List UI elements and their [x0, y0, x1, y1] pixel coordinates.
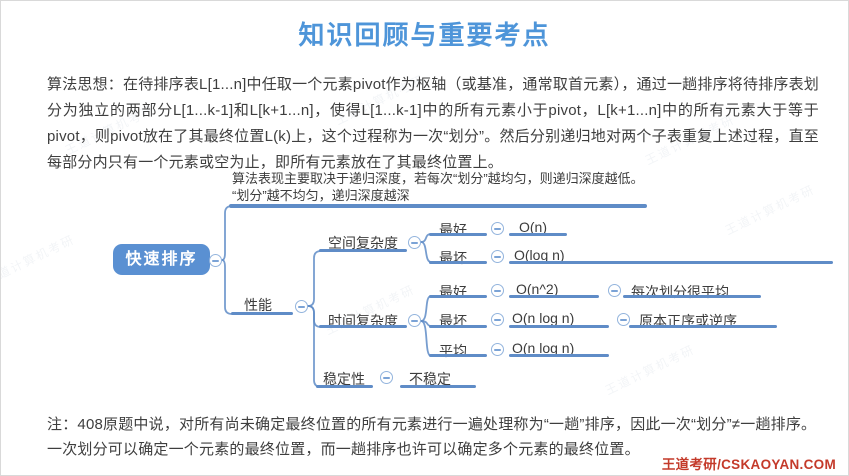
collapse-icon[interactable] — [617, 313, 630, 326]
time-best-value[interactable]: O(n^2) — [516, 281, 559, 297]
connector-path — [420, 241, 432, 263]
mindmap-annotation: 算法表现主要取决于递归深度，若每次“划分”越均匀，则递归深度越低。 “划分”越不… — [232, 171, 644, 203]
minus-glyph — [494, 255, 501, 258]
node-underline — [429, 354, 487, 357]
collapse-icon[interactable] — [491, 250, 504, 263]
annotation-underline — [229, 204, 647, 208]
space-complexity-node[interactable]: 空间复杂度 — [328, 235, 398, 251]
connector-path — [420, 295, 432, 322]
node-underline — [429, 325, 487, 328]
minus-glyph — [494, 227, 501, 230]
space-best-value[interactable]: O(n) — [519, 219, 547, 235]
node-underline — [509, 325, 609, 328]
connector-path — [307, 305, 322, 388]
exam-note: 注：408原题中说，对所有尚未确定最终位置的所有元素进行一遍处理称为“一趟”排序… — [47, 416, 817, 458]
connector-path — [221, 259, 233, 315]
node-underline — [400, 385, 476, 388]
connector-path — [307, 250, 322, 307]
minus-glyph — [212, 259, 219, 262]
minus-glyph — [620, 318, 627, 321]
node-underline — [231, 312, 293, 315]
brand-footer: 王道考研/CSKAOYAN.COM — [661, 457, 836, 472]
stability-node[interactable]: 稳定性 — [323, 371, 365, 387]
minus-glyph — [298, 305, 305, 308]
page-title: 知识回顾与重要考点 — [298, 20, 551, 50]
collapse-icon[interactable] — [491, 222, 504, 235]
minus-glyph — [411, 319, 418, 322]
time-worst-label[interactable]: 最坏 — [439, 313, 467, 329]
time-worst-value[interactable]: O(n log n) — [512, 310, 575, 326]
node-underline — [429, 261, 487, 264]
node-underline — [316, 385, 373, 388]
collapse-icon[interactable] — [608, 284, 621, 297]
node-underline — [509, 233, 567, 236]
collapse-icon[interactable] — [209, 254, 222, 267]
collapse-icon[interactable] — [380, 371, 393, 384]
watermark-text: 王道计算机考研 — [0, 232, 78, 288]
collapse-icon[interactable] — [491, 284, 504, 297]
time-worst-note[interactable]: 原本正序或逆序 — [639, 313, 737, 329]
space-best-label[interactable]: 最好 — [439, 222, 467, 238]
space-worst-value[interactable]: O(log n) — [514, 247, 565, 263]
time-avg-label[interactable]: 平均 — [439, 343, 467, 359]
node-underline — [429, 233, 487, 236]
time-best-label[interactable]: 最好 — [439, 284, 467, 300]
minus-glyph — [494, 289, 501, 292]
node-underline — [623, 295, 761, 298]
minus-glyph — [411, 241, 418, 244]
time-complexity-node[interactable]: 时间复杂度 — [328, 313, 398, 329]
stability-value[interactable]: 不稳定 — [409, 371, 451, 387]
collapse-icon[interactable] — [491, 343, 504, 356]
connector-path — [221, 205, 233, 261]
minus-glyph — [494, 348, 501, 351]
minus-glyph — [383, 376, 390, 379]
minus-glyph — [494, 318, 501, 321]
collapse-icon[interactable] — [408, 314, 421, 327]
collapse-icon[interactable] — [408, 236, 421, 249]
performance-node[interactable]: 性能 — [244, 297, 272, 313]
node-underline — [629, 325, 777, 328]
node-underline — [509, 295, 599, 298]
collapse-icon[interactable] — [491, 313, 504, 326]
algorithm-description: 算法思想：在待排序表L[1...n]中任取一个元素pivot作为枢轴（或基准，通… — [47, 76, 819, 171]
node-underline — [319, 325, 407, 328]
node-underline — [429, 295, 487, 298]
mindmap-root-node[interactable]: 快速排序 — [113, 244, 210, 275]
space-worst-label[interactable]: 最坏 — [439, 250, 467, 266]
watermark-text: 王道计算机考研 — [723, 182, 818, 238]
node-underline — [319, 249, 407, 252]
connector-path — [307, 305, 322, 328]
node-underline — [509, 354, 609, 357]
time-best-note[interactable]: 每次划分很平均 — [631, 284, 729, 300]
watermark-text: 王道计算机考研 — [603, 342, 698, 398]
collapse-icon[interactable] — [295, 300, 308, 313]
minus-glyph — [611, 289, 618, 292]
time-avg-value[interactable]: O(n log n) — [512, 340, 575, 356]
node-underline — [509, 261, 833, 264]
